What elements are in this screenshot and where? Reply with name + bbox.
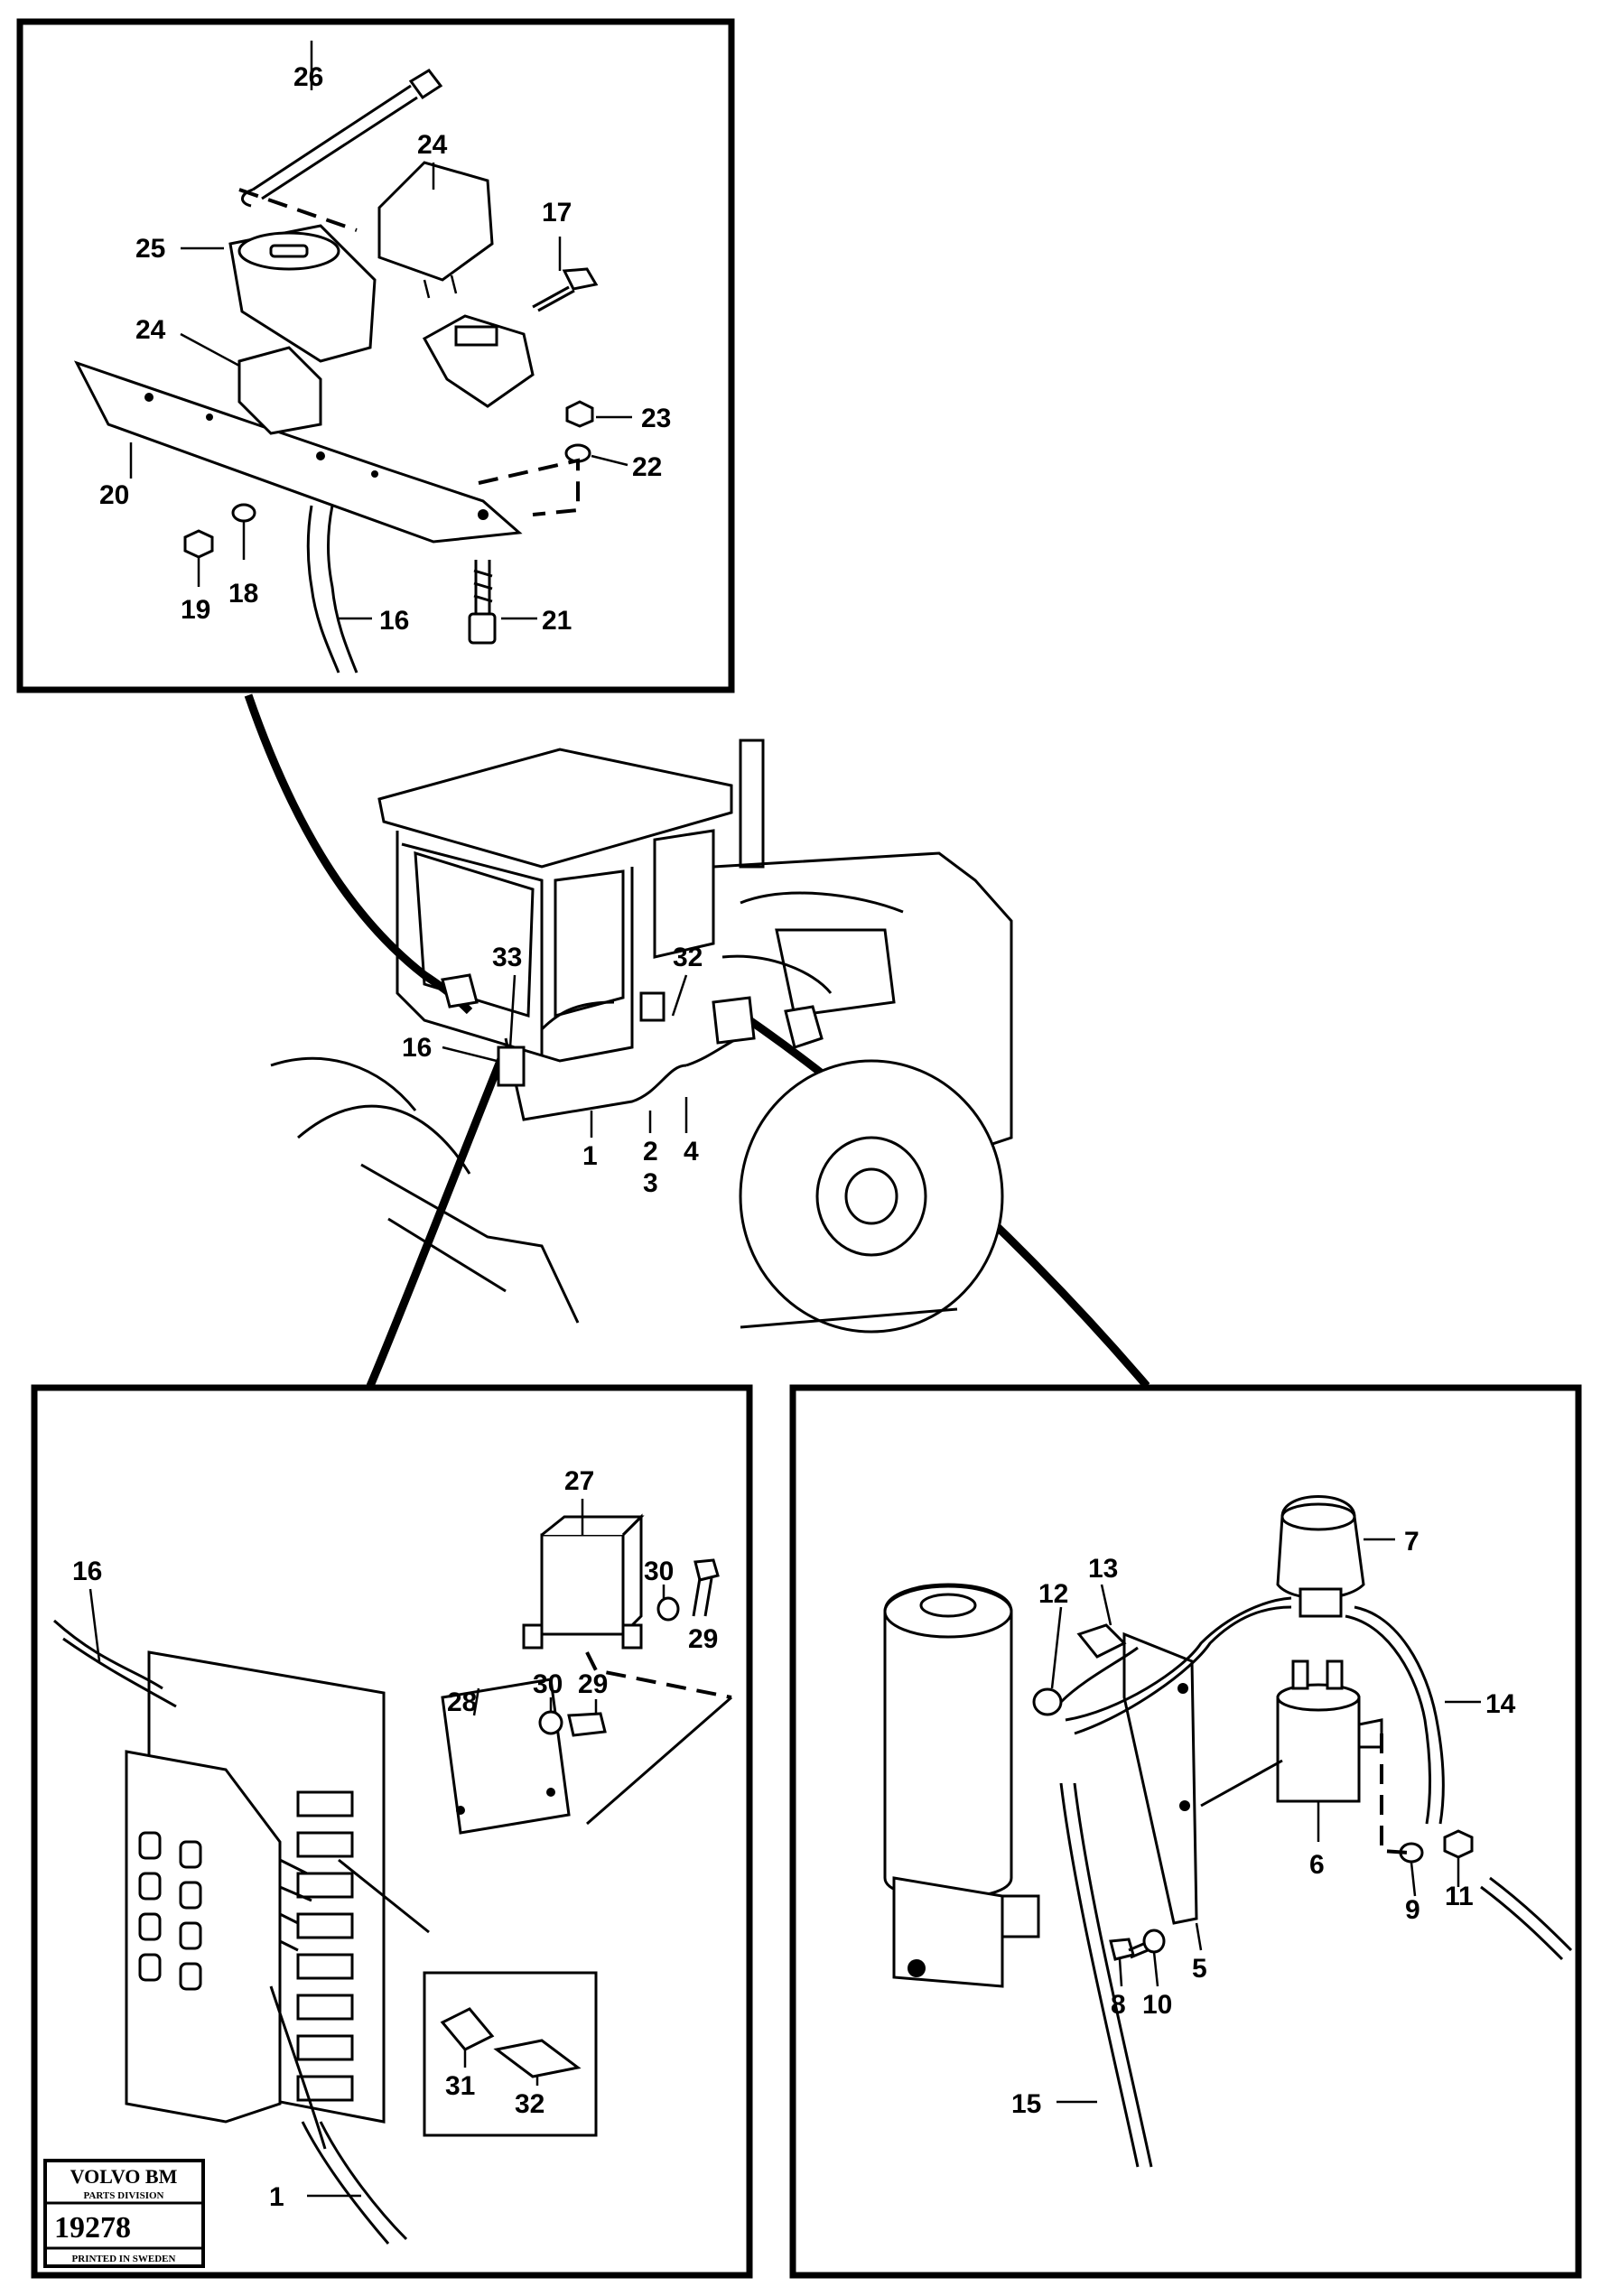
loader-illustration: 33 32 16 1 2 3 4	[270, 739, 1013, 1334]
callout-6: 6	[1309, 1850, 1325, 1880]
stamp-number: 19278	[54, 2211, 131, 2245]
stamp-division: PARTS DIVISION	[84, 2190, 164, 2201]
callout-16: 16	[379, 606, 409, 636]
callout-31: 31	[445, 2071, 475, 2101]
bottom-right-detail-panel: 7 13 12 14 6 9 11 5 8 10 15	[789, 1384, 1582, 2279]
volvo-bm-stamp: VOLVO BM PARTS DIVISION 19278 PRINTED IN…	[43, 2159, 205, 2268]
callout-15: 15	[1011, 2089, 1041, 2119]
callout-4: 4	[684, 1137, 699, 1167]
callout-12: 12	[1038, 1579, 1068, 1609]
callout-1: 1	[269, 2182, 284, 2212]
callout-13: 13	[1088, 1554, 1118, 1584]
callout-27: 27	[564, 1466, 594, 1496]
callout-7: 7	[1404, 1527, 1419, 1557]
callout-20: 20	[99, 480, 129, 510]
stamp-footer: PRINTED IN SWEDEN	[72, 2254, 176, 2264]
bottom-left-detail-panel: 27 30 29 16 28 30 29 31 32 1 VOLVO BM PA…	[31, 1384, 753, 2279]
callout-16: 16	[402, 1033, 432, 1063]
callout-21: 21	[542, 606, 572, 636]
callout-10: 10	[1142, 1990, 1172, 2020]
callout-28: 28	[447, 1687, 477, 1717]
callout-26: 26	[293, 62, 323, 92]
callout-11: 11	[1445, 1882, 1474, 1911]
callout-24-lower: 24	[135, 315, 166, 345]
callout-5: 5	[1192, 1954, 1207, 1984]
stamp-brand: VOLVO BM	[70, 2165, 178, 2188]
callout-25: 25	[135, 234, 165, 264]
callout-29-lower: 29	[578, 1669, 608, 1699]
callout-3: 3	[643, 1168, 658, 1198]
callout-19: 19	[181, 595, 210, 625]
callout-24: 24	[417, 130, 448, 160]
callout-2: 2	[643, 1137, 658, 1167]
callout-32: 32	[515, 2089, 545, 2119]
callout-30-lower: 30	[533, 1669, 563, 1699]
callout-18: 18	[228, 579, 258, 609]
top-detail-panel: 26 24 25 17 24 23 22 20 19 18 16 21	[16, 18, 735, 693]
callout-16: 16	[72, 1557, 102, 1586]
callout-29-upper: 29	[688, 1624, 718, 1654]
callout-1: 1	[582, 1141, 598, 1171]
callout-23: 23	[641, 404, 671, 433]
callout-33: 33	[492, 943, 522, 972]
callout-14: 14	[1485, 1689, 1516, 1719]
callout-22: 22	[632, 452, 662, 482]
callout-9: 9	[1405, 1895, 1420, 1925]
callout-32: 32	[673, 943, 703, 972]
callout-8: 8	[1111, 1990, 1126, 2020]
callout-30-upper: 30	[644, 1557, 674, 1586]
callout-17: 17	[542, 198, 572, 228]
